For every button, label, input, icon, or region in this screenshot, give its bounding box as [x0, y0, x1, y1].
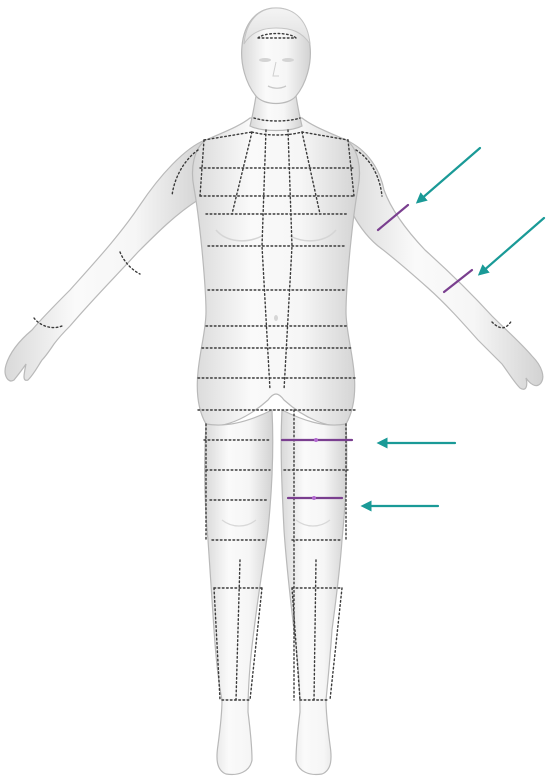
left-eye: [259, 58, 271, 62]
arrow-icon: [420, 148, 480, 200]
knee-measure-marker: [312, 496, 316, 500]
right-eye: [282, 58, 294, 62]
torso: [193, 118, 360, 426]
arrow-icon: [482, 218, 544, 272]
navel: [274, 315, 278, 321]
right-leg: [281, 410, 347, 774]
mannequin-figure: [5, 8, 543, 774]
thigh-measure-marker: [314, 438, 318, 442]
left-arm: [5, 140, 205, 381]
pointer-arrows: [366, 148, 544, 506]
